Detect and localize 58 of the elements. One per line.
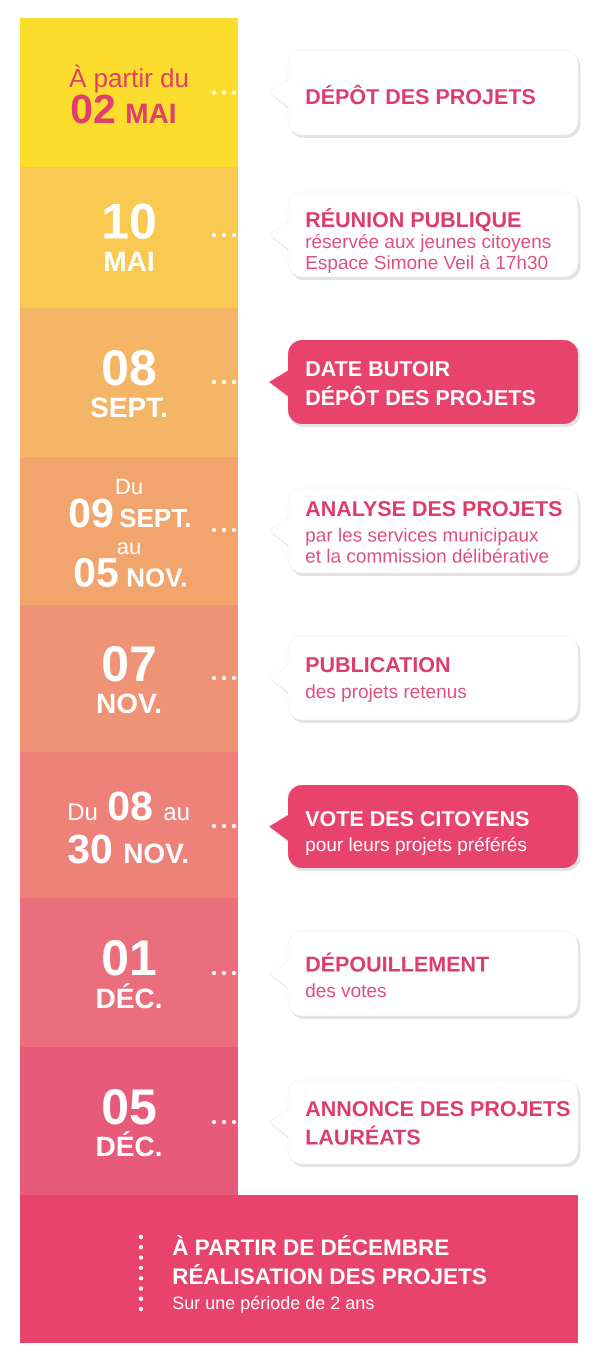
date-text: SEPT. (90, 397, 166, 418)
date-text: 05 (74, 557, 118, 587)
date-text: 07 (103, 646, 155, 682)
date-band (20, 457, 238, 605)
speech-bubble (268, 1079, 581, 1167)
date-text: 08 (103, 350, 156, 386)
date-text: NOV. (125, 843, 188, 864)
date-text: 09 (69, 498, 113, 528)
date-text: 30 (68, 834, 112, 864)
date-text: 01 (103, 940, 156, 976)
date-text: SEPT. (119, 508, 190, 528)
date-band (20, 898, 238, 1047)
date-text: DÉC. (97, 1131, 161, 1157)
date-text: À partir du (69, 64, 188, 93)
date-band (20, 605, 238, 752)
event-description: des projets retenus (306, 684, 467, 702)
speech-bubble (268, 191, 581, 280)
date-text: MAI (105, 251, 153, 271)
date-text: NOV. (97, 693, 161, 714)
date-band (20, 752, 238, 898)
event-description: pour leurs projets préférés (306, 837, 527, 855)
event-title: DÉPÔT DES PROJETS (306, 84, 535, 105)
event-title: VOTE DES CITOYENS (305, 811, 529, 827)
speech-bubble (269, 785, 581, 871)
event-title: PUBLICATION (306, 657, 450, 673)
speech-bubble (268, 487, 581, 576)
event-title: DÉPOUILLEMENT (306, 952, 489, 972)
date-text: DÉC. (97, 983, 161, 1009)
event-title: ANALYSE DES PROJETS (305, 501, 562, 517)
date-band (20, 1047, 238, 1195)
event-title: ANNONCE DES PROJETS LAURÉATS (305, 1101, 570, 1145)
event-title: DÉPÔT DES PROJETS (306, 385, 535, 406)
speech-bubble (268, 930, 581, 1019)
date-text: 08 (108, 791, 152, 821)
speech-bubble (268, 49, 581, 138)
date-text: 05 (103, 1089, 156, 1125)
date-text: au (164, 807, 189, 821)
event-title: DATE BUTOIR (306, 361, 450, 377)
date-band (20, 167, 238, 308)
date-text: 10 (104, 203, 155, 239)
event-title: RÉUNION PUBLIQUE (306, 207, 521, 232)
event-description: des votes (306, 983, 386, 998)
date-band (20, 308, 238, 457)
date-text: NOV. (127, 568, 186, 587)
date-text: MAI (127, 103, 175, 123)
speech-bubble (269, 340, 581, 427)
speech-bubble (268, 635, 581, 723)
date-band (20, 18, 238, 167)
date-text: Du (116, 478, 142, 495)
date-text: Du (69, 803, 97, 821)
date-text: au (117, 542, 140, 555)
event-description: par les services municipaux et la commission délibérative (306, 527, 549, 563)
event-description: réservée aux jeunes citoyens Espace Simone Veil à 17h30 (306, 234, 551, 273)
date-text: 02 (71, 94, 115, 124)
event-title: À PARTIR DE DÉCEMBRE (172, 1235, 449, 1256)
event-description: Sur une période de 2 ans (173, 1295, 374, 1313)
banner (20, 1195, 578, 1343)
event-title: RÉALISATION DES PROJETS (173, 1264, 486, 1285)
